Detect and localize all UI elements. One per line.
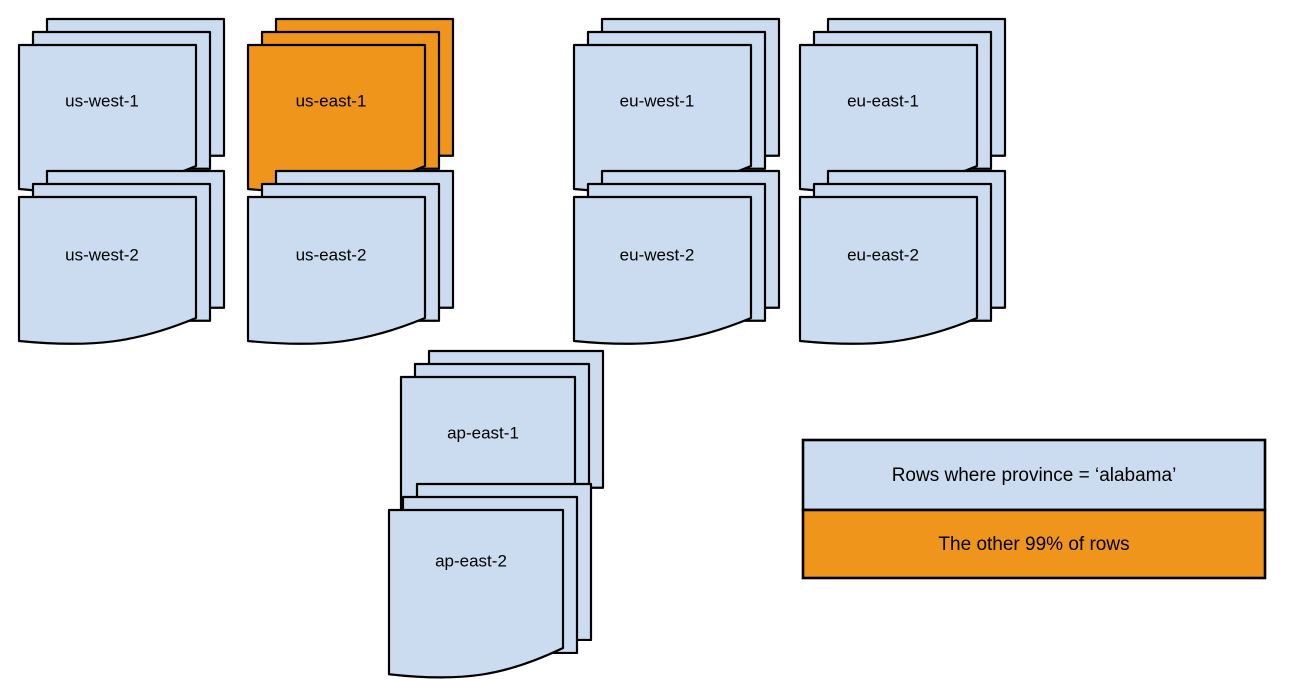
region-sheet-front <box>798 195 979 345</box>
region-sheet-front <box>798 43 979 193</box>
region-stack-eu-west-1[interactable]: eu-west-1 <box>572 17 781 193</box>
region-sheet-front <box>572 195 753 345</box>
region-stack-us-east-2[interactable]: us-east-2 <box>246 169 455 345</box>
region-label-ap-east-1: ap-east-1 <box>447 423 519 442</box>
region-sheet-front <box>17 43 198 193</box>
region-stack-us-west-2[interactable]: us-west-2 <box>17 169 226 345</box>
region-label-us-east-1: us-east-1 <box>296 91 367 110</box>
region-label-eu-west-1: eu-west-1 <box>620 91 695 110</box>
legend-swatch-legend-alabama <box>801 438 1267 512</box>
region-stack-us-east-1[interactable]: us-east-1 <box>246 17 455 193</box>
region-label-us-west-1: us-west-1 <box>65 91 139 110</box>
region-stack-eu-east-1[interactable]: eu-east-1 <box>798 17 1007 193</box>
region-stack-ap-east-2[interactable]: ap-east-2 <box>387 482 593 679</box>
region-stacks-group: us-west-1 us-east-1 eu-west-1 eu-east-1 us-w… <box>17 17 1007 679</box>
legend-swatch-legend-other <box>801 508 1267 580</box>
region-stack-us-west-1[interactable]: us-west-1 <box>17 17 226 193</box>
legend-row-legend-alabama: Rows where province = ‘alabama’ <box>801 438 1267 512</box>
legend-label-legend-alabama: Rows where province = ‘alabama’ <box>892 465 1177 486</box>
region-label-ap-east-2: ap-east-2 <box>435 551 507 570</box>
legend-row-legend-other: The other 99% of rows <box>801 508 1267 580</box>
legend-group: Rows where province = ‘alabama’ The other… <box>801 438 1267 580</box>
region-sheet-front <box>572 43 753 193</box>
region-label-eu-west-2: eu-west-2 <box>620 245 695 264</box>
region-label-eu-east-1: eu-east-1 <box>847 91 919 110</box>
region-sheet-front <box>17 195 198 345</box>
region-label-eu-east-2: eu-east-2 <box>847 245 919 264</box>
legend-label-legend-other: The other 99% of rows <box>938 534 1129 555</box>
region-label-us-west-2: us-west-2 <box>65 245 139 264</box>
region-sheet-front <box>246 195 427 345</box>
region-stack-eu-east-2[interactable]: eu-east-2 <box>798 169 1007 345</box>
region-sheet-front <box>387 508 565 679</box>
region-label-us-east-2: us-east-2 <box>296 245 367 264</box>
region-sheet-front <box>246 43 427 193</box>
region-stack-eu-west-2[interactable]: eu-west-2 <box>572 169 781 345</box>
